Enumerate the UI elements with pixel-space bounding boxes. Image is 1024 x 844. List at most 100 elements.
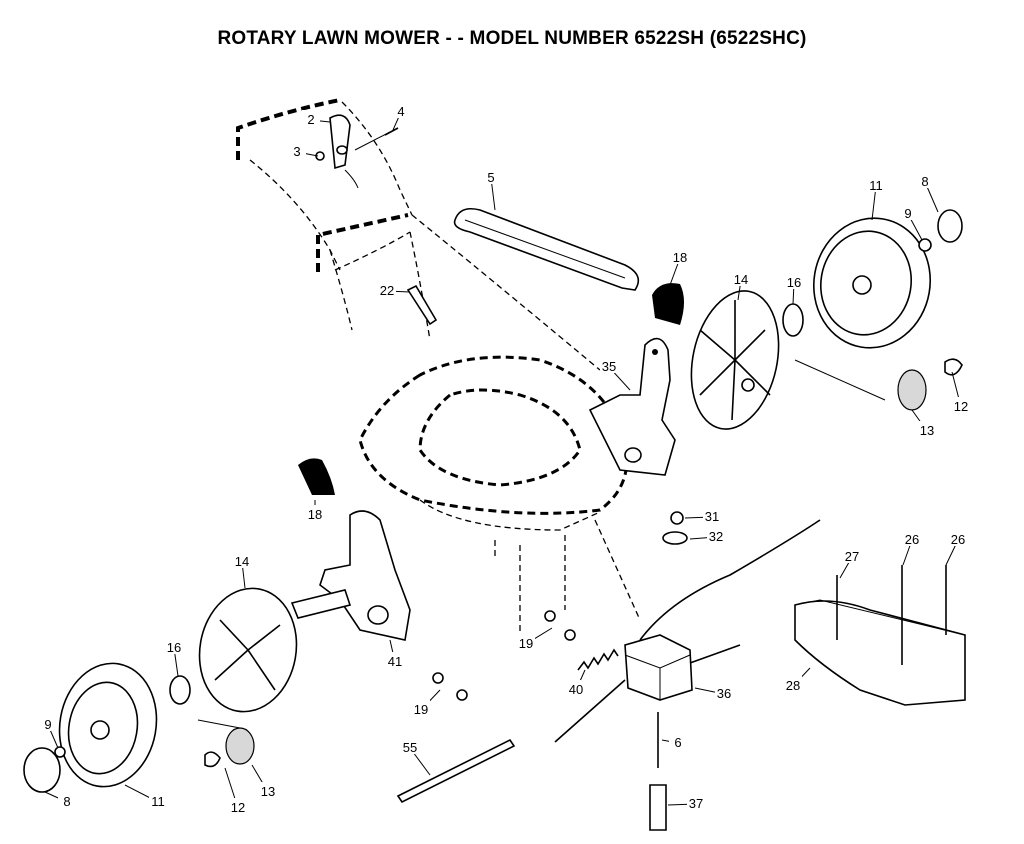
hub-cap-part-right (937, 209, 963, 243)
callout-rear-shield: 28 (786, 678, 800, 693)
callout-hub-cap-left: 8 (63, 794, 70, 809)
callout-transmission: 36 (717, 686, 731, 701)
callout-bolt: 4 (397, 104, 404, 119)
callout-bg-screw-shield-a (903, 530, 921, 546)
nut-part-19a (544, 610, 556, 622)
washer-part-left (54, 746, 66, 758)
callout-bg-wheel-disc-right (732, 270, 750, 286)
callout-washer-left: 9 (44, 717, 51, 732)
callout-bg-lever (302, 110, 320, 126)
spring-shaft-part (649, 784, 667, 831)
washer-part (662, 531, 688, 545)
callout-drive-belt: 5 (487, 170, 494, 185)
callout-gear-right: 13 (920, 423, 934, 438)
callout-bg-spring (567, 680, 585, 696)
handle-assembly (236, 98, 601, 371)
nut-part-19d (456, 689, 468, 701)
callout-bg-rear-shield (784, 676, 802, 692)
callout-bg-clip-right (952, 397, 970, 413)
callout-bg-wheel-left (149, 792, 167, 808)
drive-belt-part (453, 207, 640, 291)
callout-bg-washer (707, 527, 725, 543)
wheel-disc-part-left (198, 587, 298, 713)
handle-bolt-part (406, 284, 438, 326)
spacer-part-left (169, 675, 191, 705)
callout-spacer-right: 16 (787, 275, 801, 290)
callout-screw-shield-b: 26 (951, 532, 965, 547)
callout-washer: 32 (709, 529, 723, 544)
lever-part (329, 114, 391, 189)
callout-bg-transmission (715, 684, 733, 700)
callout-bg-pad-left (306, 505, 324, 521)
callout-bracket-left: 41 (388, 654, 402, 669)
callout-bg-nut-a (517, 634, 535, 650)
callout-gear-left: 13 (261, 784, 275, 799)
callout-washer-right: 9 (904, 206, 911, 221)
nut-part-19b (564, 629, 576, 641)
bolt-part (384, 127, 399, 136)
callout-bg-shaft (669, 733, 687, 749)
callout-wheel-disc-right: 14 (734, 272, 748, 287)
rear-shield-part (794, 599, 966, 706)
callout-hub-cap-right: 8 (921, 174, 928, 189)
spring-part (577, 648, 619, 671)
callout-bg-wheel-right (867, 176, 885, 192)
callout-bg-screw-shield (843, 547, 861, 563)
callout-lever: 2 (307, 112, 314, 127)
callout-bg-spacer-right (785, 273, 803, 289)
mower-deck (358, 355, 641, 640)
axle-rod-part (396, 738, 516, 804)
callout-bg-bolt-handle (378, 281, 396, 297)
wheel-part-right (812, 217, 932, 349)
callout-bg-nut-b (412, 700, 430, 716)
callout-bg-wheel-disc-left (233, 552, 251, 568)
hub-cap-part-left (23, 747, 61, 793)
callout-bg-washer-right (899, 204, 917, 220)
gear-part-right (897, 369, 927, 411)
callout-spring: 40 (569, 682, 583, 697)
control-cable (639, 519, 821, 641)
right-bracket-part (588, 337, 676, 476)
nut-part (670, 511, 684, 525)
callout-bg-gear-right (918, 421, 936, 437)
callout-bg-bracket-left (386, 652, 404, 668)
callout-bg-nut (703, 507, 721, 523)
callout-nut-a: 19 (519, 636, 533, 651)
callout-nut-b: 19 (414, 702, 428, 717)
callout-wheel-disc-left: 14 (235, 554, 249, 569)
callout-clip-right: 12 (954, 399, 968, 414)
callout-bg-spring-shaft (687, 794, 705, 810)
nut-part-19c (432, 672, 444, 684)
callout-bg-spacer-left (165, 638, 183, 654)
callout-pad-left: 18 (308, 507, 322, 522)
callout-bg-gear-left (259, 782, 277, 798)
washer-part-right (918, 238, 932, 252)
gear-part-left (225, 727, 255, 765)
callout-screw: 3 (293, 144, 300, 159)
callout-clip-left: 12 (231, 800, 245, 815)
callout-pad-right: 18 (673, 250, 687, 265)
callout-bg-axle-rod (401, 738, 419, 754)
callout-bg-pad-right (671, 248, 689, 264)
callout-wheel-left: 11 (151, 794, 165, 809)
callout-screw-shield: 27 (845, 549, 859, 564)
callout-bg-screw-shield-b (949, 530, 967, 546)
callout-bg-hub-cap-left (58, 792, 76, 808)
callout-axle-rod: 55 (403, 740, 417, 755)
callout-bg-screw (288, 142, 306, 158)
left-bracket-part (290, 510, 411, 641)
pad-part-left (298, 458, 335, 495)
callout-bg-hub-cap-right (916, 172, 934, 188)
clip-part-left (204, 751, 221, 768)
wheel-part-left (58, 662, 158, 788)
callout-nut: 31 (705, 509, 719, 524)
transmission-part (554, 634, 741, 743)
callout-screw-shield-a: 26 (905, 532, 919, 547)
callout-spacer-left: 16 (167, 640, 181, 655)
callout-bg-drive-belt (482, 168, 500, 184)
wheel-disc-part-right (690, 290, 780, 430)
callout-wheel-right: 11 (869, 178, 883, 193)
callout-shaft: 6 (674, 735, 681, 750)
clip-part-right (944, 358, 963, 376)
callout-bg-bracket-right (600, 357, 618, 373)
